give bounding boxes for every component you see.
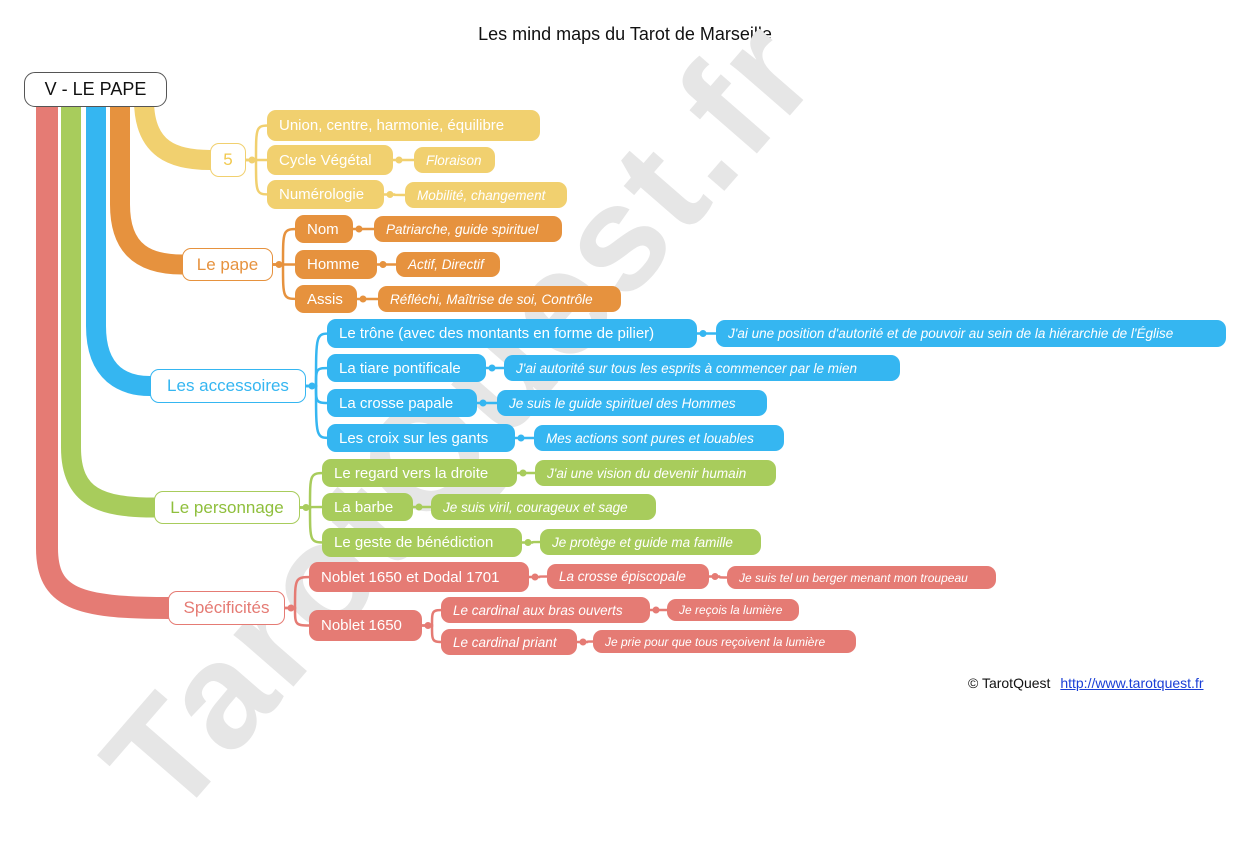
node-nom[interactable]: Nom <box>295 215 353 243</box>
node-accessoires[interactable]: Les accessoires <box>150 369 306 403</box>
website-link[interactable]: http://www.tarotquest.fr <box>1060 675 1204 691</box>
copyright-text: © TarotQuest <box>968 675 1051 691</box>
node-reflechi[interactable]: Réfléchi, Maîtrise de soi, Contrôle <box>378 286 621 312</box>
node-personnage[interactable]: Le personnage <box>154 491 300 524</box>
node-cardinal-bras-ouverts[interactable]: Le cardinal aux bras ouverts <box>441 597 650 623</box>
node-vision[interactable]: J'ai une vision du devenir humain <box>535 460 776 486</box>
trunk-branch <box>61 90 164 518</box>
trunk-branch <box>110 90 192 275</box>
trunk-branch <box>86 90 160 396</box>
node-union[interactable]: Union, centre, harmonie, équilibre <box>267 110 540 141</box>
node-position-autorite[interactable]: J'ai une position d'autorité et de pouvo… <box>716 320 1226 347</box>
node-protege[interactable]: Je protège et guide ma famille <box>540 529 761 555</box>
node-barbe[interactable]: La barbe <box>322 493 413 521</box>
footer: © TarotQuest http://www.tarotquest.fr <box>968 675 1204 691</box>
node-viril[interactable]: Je suis viril, courageux et sage <box>431 494 656 520</box>
connector-lines <box>36 89 733 646</box>
child-connector <box>244 158 273 196</box>
node-numerologie[interactable]: Numérologie <box>267 180 384 209</box>
node-autorite-esprits[interactable]: J'ai autorité sur tous les esprits à com… <box>504 355 900 381</box>
root-node[interactable]: V - LE PAPE <box>24 72 167 107</box>
node-patriarche[interactable]: Patriarche, guide spirituel <box>374 216 562 242</box>
child-connector <box>382 193 411 197</box>
node-numero[interactable]: 5 <box>210 143 246 177</box>
node-trone[interactable]: Le trône (avec des montants en forme de … <box>327 319 697 348</box>
node-croix-gants[interactable]: Les croix sur les gants <box>327 424 515 452</box>
node-crosse-episcopale[interactable]: La crosse épiscopale <box>547 564 709 589</box>
node-prie-lumiere[interactable]: Je prie pour que tous reçoivent la lumiè… <box>593 630 856 653</box>
node-actif[interactable]: Actif, Directif <box>396 252 500 277</box>
node-tiare[interactable]: La tiare pontificale <box>327 354 486 382</box>
node-cycle-vegetal[interactable]: Cycle Végétal <box>267 145 393 175</box>
node-specificites[interactable]: Spécificités <box>168 591 285 625</box>
child-connector <box>283 606 315 627</box>
page-title: Les mind maps du Tarot de Marseille <box>478 24 772 44</box>
node-homme[interactable]: Homme <box>295 250 377 279</box>
node-guide-spirituel[interactable]: Je suis le guide spirituel des Hommes <box>497 390 767 416</box>
node-mobilite[interactable]: Mobilité, changement <box>405 182 567 208</box>
node-floraison[interactable]: Floraison <box>414 147 495 173</box>
child-connector <box>271 263 301 301</box>
node-le-pape[interactable]: Le pape <box>182 248 273 281</box>
node-cardinal-priant[interactable]: Le cardinal priant <box>441 629 577 655</box>
node-benediction[interactable]: Le geste de bénédiction <box>322 528 522 557</box>
child-connector <box>304 384 333 440</box>
node-recois-lumiere[interactable]: Je reçois la lumière <box>667 599 799 621</box>
node-actions-pures[interactable]: Mes actions sont pures et louables <box>534 425 784 451</box>
child-connector <box>298 506 328 544</box>
node-berger[interactable]: Je suis tel un berger menant mon troupea… <box>727 566 996 589</box>
node-assis[interactable]: Assis <box>295 285 357 313</box>
node-crosse-papale[interactable]: La crosse papale <box>327 389 477 417</box>
node-noblet-dodal[interactable]: Noblet 1650 et Dodal 1701 <box>309 562 529 592</box>
node-regard[interactable]: Le regard vers la droite <box>322 459 517 487</box>
trunk-branch <box>134 90 220 170</box>
trunk-branch <box>36 89 179 619</box>
node-noblet-1650[interactable]: Noblet 1650 <box>309 610 422 641</box>
